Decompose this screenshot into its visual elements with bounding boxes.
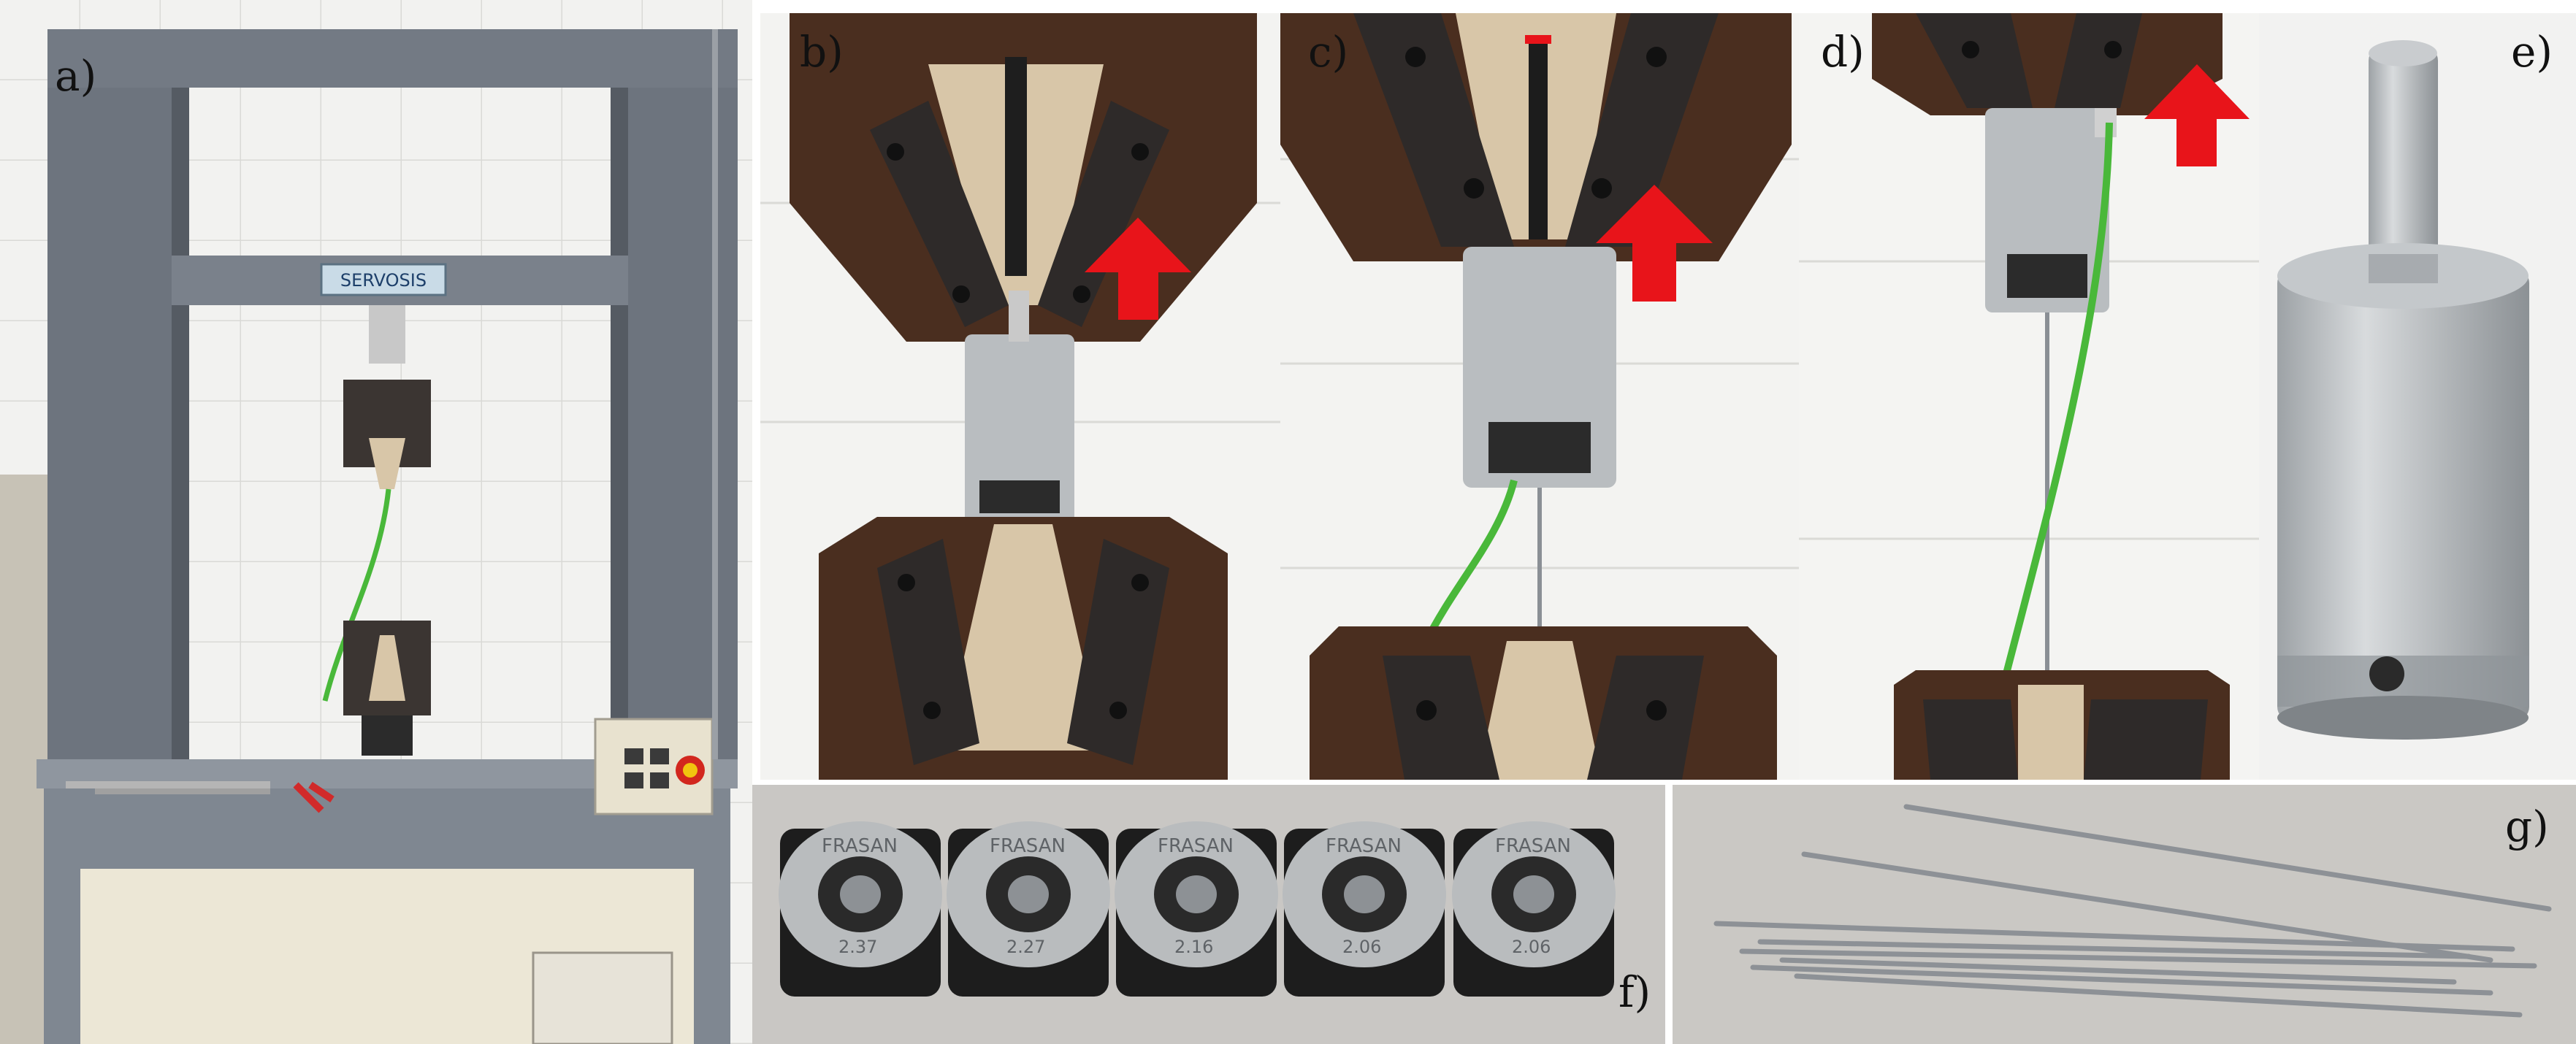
- wire-bundle: [1713, 804, 2552, 1018]
- panel-c-wire-drawing: c): [1280, 13, 1799, 780]
- panel-e-illustration: [2259, 13, 2576, 780]
- die-2: FRASAN 2.27: [947, 821, 1110, 997]
- panel-label-a: a): [55, 51, 97, 101]
- panel-b-wire-grip: b): [760, 13, 1280, 780]
- die-4-size: 2.06: [1342, 937, 1381, 957]
- die-3-brand: FRASAN: [1158, 835, 1234, 857]
- panel-g-drawn-wires: g): [1673, 785, 2576, 1044]
- panel-label-c: c): [1308, 27, 1349, 77]
- die-2-size: 2.27: [1006, 937, 1045, 957]
- die-4-brand: FRASAN: [1326, 835, 1402, 857]
- machine-brand-text: SERVOSIS: [340, 270, 427, 291]
- testing-machine-illustration: SERVOSIS: [0, 0, 752, 1044]
- die-5: FRASAN 2.06: [1452, 821, 1616, 997]
- upward-arrow-icon: [1085, 218, 1191, 320]
- panel-label-d: d): [1821, 27, 1865, 77]
- panel-label-e: e): [2511, 27, 2553, 77]
- panel-g-illustration: [1673, 785, 2576, 1044]
- panel-d-illustration: [1799, 13, 2259, 780]
- die-3-size: 2.16: [1174, 937, 1213, 957]
- panel-f-illustration: FRASAN 2.37 FRASAN 2.27 FRASAN 2.16 FRAS…: [752, 785, 1665, 1044]
- panel-c-illustration: [1280, 13, 1799, 780]
- die-1: FRASAN 2.37: [779, 821, 942, 997]
- panel-b-illustration: [760, 13, 1280, 780]
- panel-e-die-holder: e): [2259, 13, 2576, 780]
- panel-label-b: b): [800, 27, 844, 77]
- die-5-size: 2.06: [1512, 937, 1551, 957]
- die-1-size: 2.37: [838, 937, 877, 957]
- die-2-brand: FRASAN: [990, 835, 1066, 857]
- upward-arrow-icon: [2144, 64, 2250, 166]
- die-3: FRASAN 2.16: [1115, 821, 1278, 997]
- panel-label-f: f): [1618, 967, 1651, 1017]
- upward-arrow-icon: [1596, 185, 1713, 302]
- die-4: FRASAN 2.06: [1283, 821, 1446, 997]
- die-5-brand: FRASAN: [1495, 835, 1571, 857]
- panel-f-drawing-dies: FRASAN 2.37 FRASAN 2.27 FRASAN 2.16 FRAS…: [752, 785, 1665, 1044]
- die-1-brand: FRASAN: [822, 835, 898, 857]
- panel-d-wire-drawing: d): [1799, 13, 2259, 780]
- panel-label-g: g): [2505, 802, 2549, 851]
- panel-a-testing-machine: SERVOSIS a): [0, 0, 752, 1044]
